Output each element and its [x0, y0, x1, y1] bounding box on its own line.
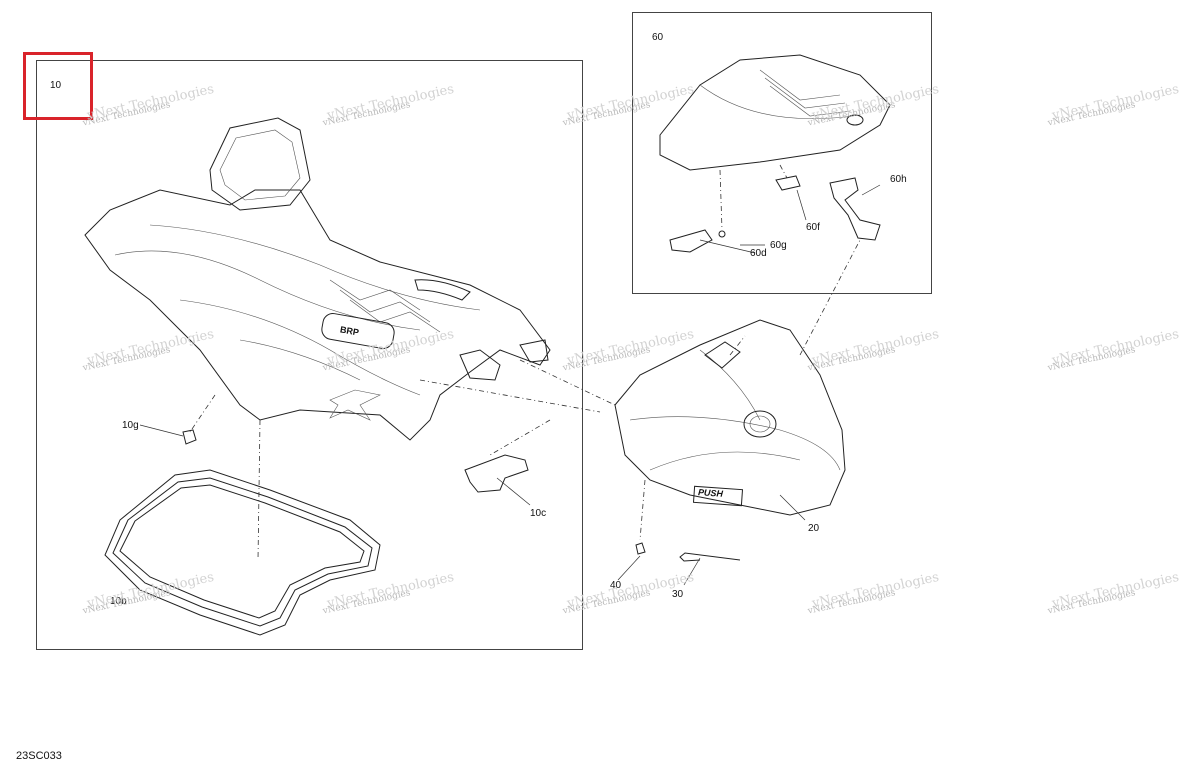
bracket-60f-drawing[interactable]: [775, 175, 801, 191]
seat-drawing[interactable]: [84, 117, 551, 441]
seal-drawing[interactable]: [104, 469, 381, 636]
screw-60g-drawing[interactable]: [718, 230, 726, 238]
cover-20-drawing[interactable]: [614, 319, 846, 516]
callout-60h[interactable]: 60h: [890, 174, 907, 185]
selected-part-highlight[interactable]: [23, 52, 93, 120]
latch-10c-drawing[interactable]: [464, 454, 529, 493]
callout-60g[interactable]: 60g: [770, 240, 787, 251]
callout-10[interactable]: 10: [50, 80, 62, 91]
callout-60[interactable]: 60: [652, 32, 664, 43]
latch-60h-drawing[interactable]: [829, 177, 881, 241]
seat-assembly-frame: [36, 60, 583, 650]
diagram-code: 23SC033: [16, 750, 62, 762]
bracket-60d-drawing[interactable]: [669, 229, 713, 253]
push-label: PUSH: [697, 487, 724, 499]
callout-60f[interactable]: 60f: [806, 222, 820, 233]
callout-10c[interactable]: 10c: [530, 508, 547, 519]
cover-60-drawing[interactable]: [659, 54, 891, 171]
cover-assembly-frame: [632, 12, 932, 294]
callout-10b[interactable]: 10b: [110, 596, 127, 607]
callout-30[interactable]: 30: [672, 589, 684, 600]
callout-20[interactable]: 20: [808, 523, 820, 534]
callout-10g[interactable]: 10g: [122, 420, 139, 431]
callout-40[interactable]: 40: [610, 580, 622, 591]
nut-40-drawing[interactable]: [635, 542, 646, 555]
clip-10g-drawing[interactable]: [182, 429, 197, 445]
pin-30-drawing[interactable]: [679, 552, 741, 562]
callout-60d[interactable]: 60d: [750, 248, 767, 259]
